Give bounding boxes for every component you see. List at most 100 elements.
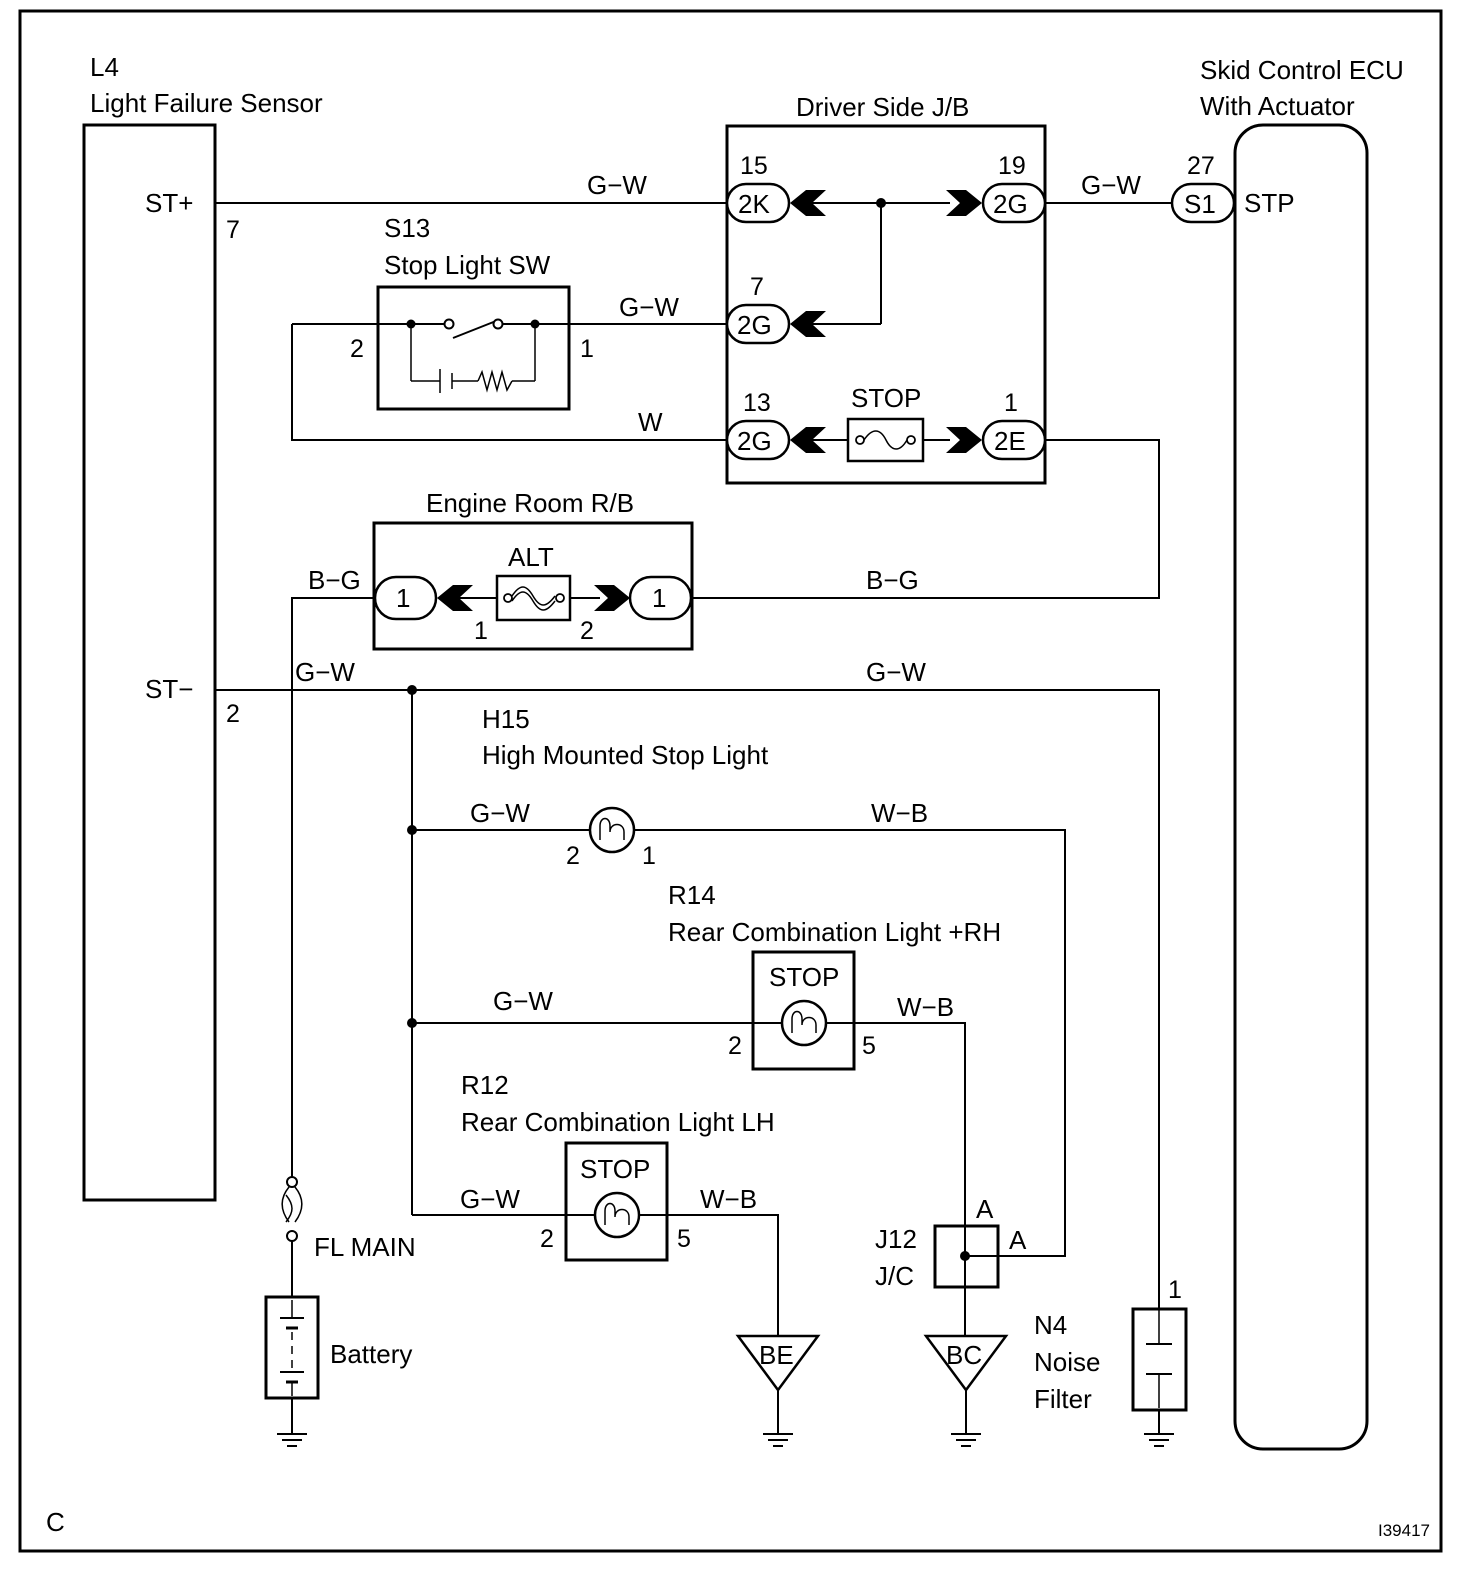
conn-2g-low-label: 2G: [737, 426, 772, 456]
r12-pin-left: 2: [540, 1225, 554, 1253]
r12-bulb: [566, 1191, 667, 1239]
r12-pin-right: 5: [677, 1225, 691, 1253]
conn-2e-arrow: [946, 427, 982, 453]
r14-pin-left: 2: [728, 1032, 742, 1060]
h15-pin-right: 1: [642, 842, 656, 870]
h15-code: H15: [482, 704, 530, 734]
fl-main-label: FL MAIN: [314, 1232, 416, 1262]
wire-label-h15-right: W−B: [871, 798, 928, 828]
s13-stop-light-switch: [376, 285, 571, 411]
wire-label-2g-to-s1: G−W: [1081, 170, 1141, 200]
n4-name-line2: Filter: [1034, 1384, 1092, 1414]
conn-2k: [725, 182, 791, 224]
wire-bg-left: [291, 597, 375, 1178]
jb-junction-dot: [876, 198, 886, 208]
n4-pin: 1: [1168, 1276, 1182, 1304]
battery-label: Battery: [330, 1339, 412, 1369]
conn-s1-pin: 27: [1187, 152, 1215, 180]
r14-code: R14: [668, 880, 716, 910]
wire-h15-right: [634, 829, 1066, 1257]
j12-pin-right: A: [1009, 1225, 1027, 1255]
r12-name: Rear Combination Light LH: [461, 1107, 775, 1137]
ground-bc-label: BC: [946, 1340, 982, 1370]
l4-name: Light Failure Sensor: [90, 88, 323, 118]
wire-label-r14-right: W−B: [897, 992, 954, 1022]
conn-rb-left-arrow: [437, 585, 473, 611]
ecu-name-line2: With Actuator: [1200, 91, 1355, 121]
j12-pin-top: A: [976, 1194, 994, 1224]
wire-label-st-minus-left: G−W: [295, 657, 355, 687]
wire-r12-right: [667, 1214, 779, 1336]
conn-2g-low-arrow: [790, 427, 826, 453]
wire-st-minus: [215, 689, 1160, 1310]
wire-label-r14-left: G−W: [493, 986, 553, 1016]
wire-label-bg-left: B−G: [308, 565, 361, 595]
n4-ground-icon: [1144, 1433, 1174, 1447]
ground-be-icon: [735, 1334, 821, 1447]
h15-bulb: [588, 806, 636, 854]
fl-main-fusible-link: [281, 1176, 303, 1242]
conn-2k-pin: 15: [740, 152, 768, 180]
wire-w: [291, 324, 727, 441]
l4-code: L4: [90, 52, 119, 82]
wire-label-w: W: [638, 407, 663, 437]
corner-letter: C: [46, 1507, 65, 1537]
conn-2g-low: [725, 419, 791, 461]
rb-pin-right: 2: [580, 617, 594, 645]
conn-s1: [1170, 182, 1236, 224]
conn-2g-mid: [725, 303, 791, 345]
wire-r14-right: [854, 1022, 966, 1226]
n4-capacitor-symbol: [1146, 1310, 1172, 1408]
conn-2g-top-label: 2G: [993, 189, 1028, 219]
rb-fuse-label: ALT: [508, 542, 554, 572]
r12-inner-label: STOP: [580, 1154, 650, 1184]
ecu-name-line1: Skid Control ECU: [1200, 55, 1404, 85]
wire-label-r12-right: W−B: [700, 1184, 757, 1214]
l4-pin-st-minus: ST−: [145, 674, 193, 704]
jb-stop-fuse-label: STOP: [851, 383, 921, 413]
h15-pin-left: 2: [566, 842, 580, 870]
rb-pin-left: 1: [474, 617, 488, 645]
conn-rb-right-arrow: [594, 585, 630, 611]
n4-code: N4: [1034, 1310, 1067, 1340]
conn-2g-top-pin: 19: [998, 152, 1026, 180]
ground-bc-icon: [923, 1334, 1009, 1447]
wire-label-bg-right: B−G: [866, 565, 919, 595]
battery-symbol: [280, 1300, 304, 1396]
rb-name: Engine Room R/B: [426, 488, 634, 518]
wire-label-s13-to-2g: G−W: [619, 292, 679, 322]
conn-2g-low-pin: 13: [743, 389, 771, 417]
jb-name: Driver Side J/B: [796, 92, 969, 122]
wire-label-h15-left: G−W: [470, 798, 530, 828]
s13-switch-symbol: [292, 318, 727, 393]
conn-2g-mid-pin: 7: [750, 273, 764, 301]
r14-name: Rear Combination Light +RH: [668, 917, 1001, 947]
l4-pin-st-plus: ST+: [145, 188, 193, 218]
l4-pin-st-plus-num: 7: [226, 216, 240, 244]
conn-s1-label: S1: [1184, 189, 1216, 219]
s13-code: S13: [384, 213, 430, 243]
n4-name-line1: Noise: [1034, 1347, 1100, 1377]
conn-2g-top-arrow: [946, 190, 982, 216]
r14-pin-right: 5: [862, 1032, 876, 1060]
l4-pin-st-minus-num: 2: [226, 700, 240, 728]
jb-stop-fuse-symbol: [855, 430, 916, 450]
rb-alt-fuse-symbol: [503, 586, 565, 611]
h15-name: High Mounted Stop Light: [482, 740, 769, 770]
s13-name: Stop Light SW: [384, 250, 551, 280]
j12-name: J/C: [875, 1261, 914, 1291]
conn-rb-left-label: 1: [396, 583, 410, 613]
wire-label-st-minus-right: G−W: [866, 657, 926, 687]
ground-be-label: BE: [759, 1340, 794, 1370]
diagram-frame: [18, 9, 1443, 1553]
battery-ground-icon: [277, 1433, 307, 1447]
s13-pin-right: 1: [580, 335, 594, 363]
conn-rb-right-label: 1: [652, 583, 666, 613]
conn-2g-mid-label: 2G: [737, 310, 772, 340]
conn-rb-right: [628, 575, 693, 621]
r12-code: R12: [461, 1070, 509, 1100]
wire-label-st-plus: G−W: [587, 170, 647, 200]
wire-2e-to-rb: [692, 439, 1160, 599]
j12-code: J12: [875, 1224, 917, 1254]
